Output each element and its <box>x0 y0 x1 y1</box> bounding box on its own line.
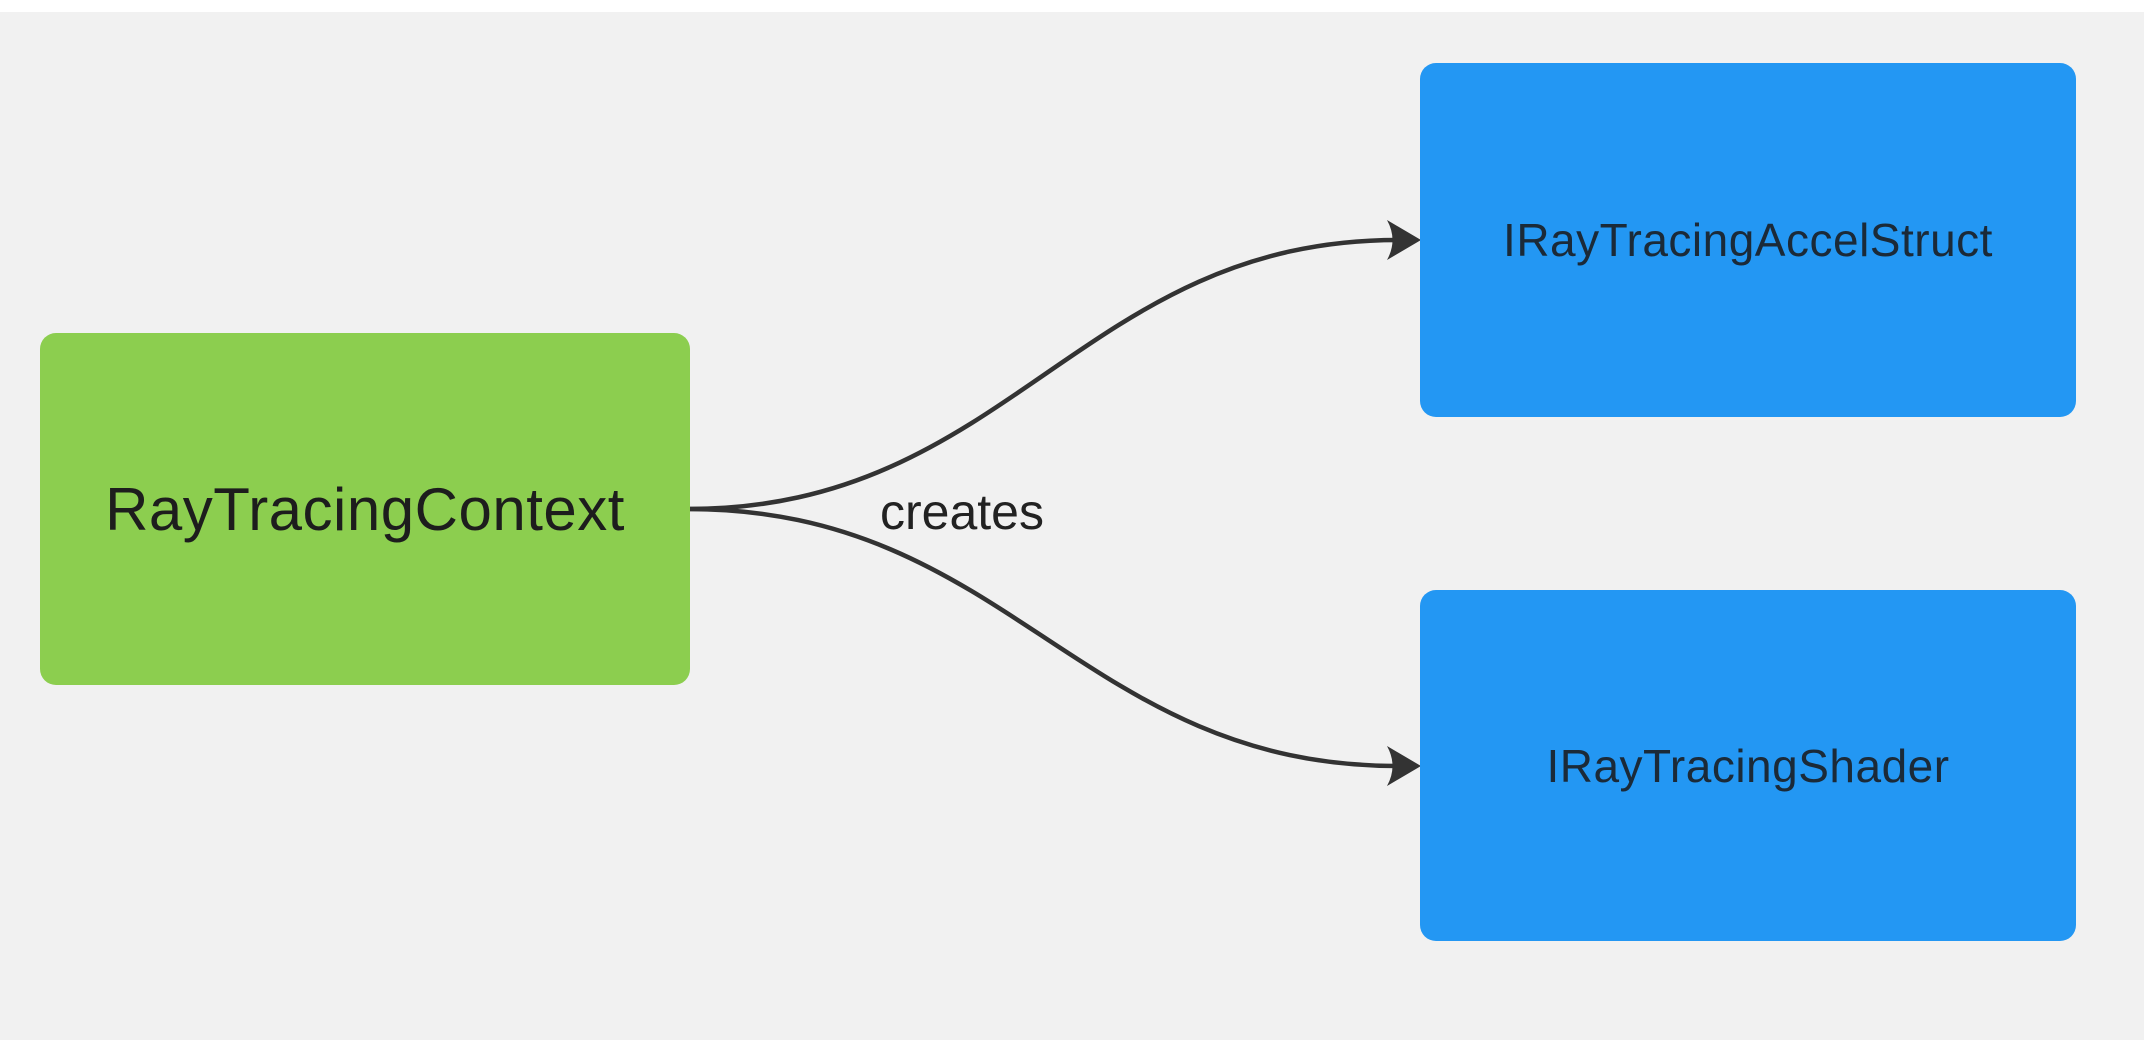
node-iray-tracing-shader[interactable]: IRayTracingShader <box>1420 590 2076 941</box>
node-iray-tracing-accel-struct[interactable]: IRayTracingAccelStruct <box>1420 63 2076 417</box>
edge-creates-accel-struct[interactable] <box>685 237 1401 512</box>
arrowhead-accel-struct-icon <box>1387 220 1421 260</box>
edge-creates-shader[interactable] <box>685 506 1401 769</box>
node-iray-tracing-accel-struct-label: IRayTracingAccelStruct <box>1503 214 1993 266</box>
node-iray-tracing-shader-label: IRayTracingShader <box>1546 739 1950 792</box>
edge-label-creates: creates <box>880 484 1044 540</box>
bottom-margin <box>0 1040 2144 1049</box>
top-margin <box>0 0 2144 12</box>
arrowhead-shader-icon <box>1387 746 1421 786</box>
node-ray-tracing-context-label: RayTracingContext <box>105 475 625 543</box>
node-ray-tracing-context[interactable]: RayTracingContext <box>40 333 690 685</box>
